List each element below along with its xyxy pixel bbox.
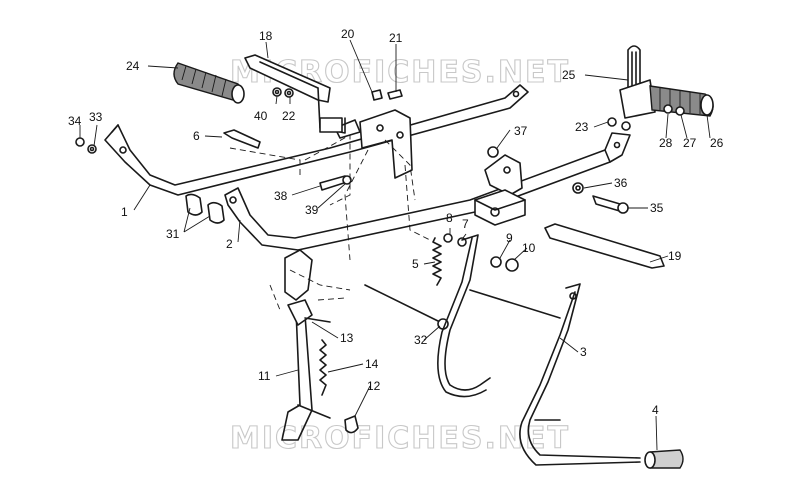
part-1-upper-frame [104,84,529,196]
callout-25: 25 [562,68,576,82]
callout-37: 37 [514,124,528,138]
part-bracket-upper [334,109,413,179]
callout-28: 28 [659,136,673,150]
callout-11: 11 [258,369,271,383]
leader-lines [79,39,711,451]
part-27-pin [675,106,685,116]
callout-10: 10 [522,241,536,255]
callout-1: 1 [121,205,128,219]
callout-5: 5 [412,257,419,271]
part-4-stand-rubber [644,449,684,469]
callout-14: 14 [365,357,379,371]
callout-9: 9 [506,231,513,245]
callout-32: 32 [414,333,428,347]
callout-24: 24 [126,59,140,73]
part-24-footpeg-rubber-left [173,62,245,104]
callout-35: 35 [650,201,664,215]
part-3-center-stand [437,234,641,466]
part-19-lever [544,223,665,269]
watermark-bottom: MICROFICHES.NET [230,421,570,456]
callout-26: 26 [710,136,724,150]
callout-7: 7 [462,217,469,231]
part-13-bolt [304,317,331,323]
part-2-lower-frame [224,132,631,251]
callout-34: 34 [68,114,82,128]
callout-21: 21 [389,31,403,45]
part-28-washer [663,104,673,114]
part-25-footpeg-bracket-right [619,45,656,119]
part-block [474,189,526,226]
callout-4: 4 [652,403,659,417]
part-5-spring [432,237,442,286]
part-14-spring [319,339,327,396]
callout-8: 8 [446,211,453,225]
callout-40: 40 [254,109,268,123]
callout-38: 38 [274,189,288,203]
callout-39: 39 [305,203,319,217]
callout-labels: 1 2 3 4 5 6 7 8 9 10 11 12 13 14 18 19 2… [68,27,724,417]
part-32-long-bolt [364,284,449,330]
part-18-footpeg-plate [244,54,346,134]
callout-27: 27 [683,136,697,150]
callout-36: 36 [614,176,628,190]
callout-18: 18 [259,29,273,43]
callout-6: 6 [193,129,200,143]
callout-19: 19 [668,249,682,263]
callout-33: 33 [89,110,103,124]
callout-2: 2 [226,237,233,251]
part-11-side-stand [281,249,331,441]
callout-22: 22 [282,109,296,123]
callout-23: 23 [575,120,589,134]
assembly-dashed-lines [229,134,431,311]
hardware-small [75,87,631,434]
callout-12: 12 [367,379,381,393]
part-bracket-37 [484,154,523,196]
callout-13: 13 [340,331,354,345]
callout-31: 31 [166,227,180,241]
callout-20: 20 [341,27,355,41]
callout-3: 3 [580,345,587,359]
